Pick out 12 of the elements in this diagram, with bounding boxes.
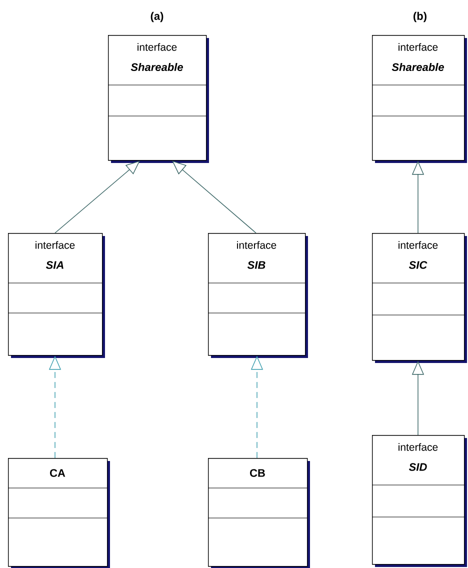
class-box: interface SIA — [8, 233, 105, 358]
class-box: CB — [208, 458, 310, 568]
arrow — [54, 160, 140, 234]
class-box: interface SID — [372, 435, 467, 567]
class-box: interface Shareable — [372, 35, 467, 163]
panel-label: (a) — [150, 12, 164, 22]
panel-label: (b) — [414, 12, 426, 22]
class-box: interface SIC — [372, 233, 467, 363]
arrow — [172, 160, 256, 234]
class-box: CA — [8, 458, 110, 568]
class-box: interface Shareable — [108, 35, 209, 163]
class-box: interface SIB — [208, 233, 308, 358]
